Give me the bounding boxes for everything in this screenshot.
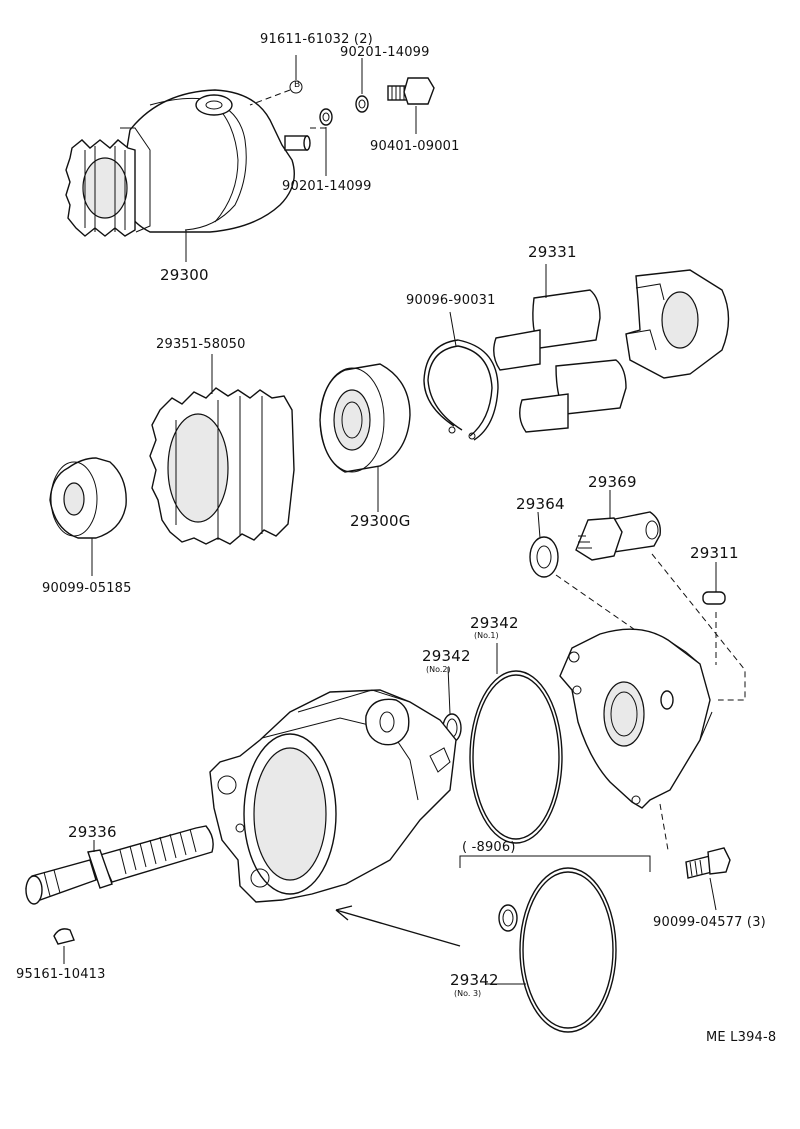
key-95161 — [53, 928, 75, 945]
label-29342-no2-sub: (No.2) — [426, 665, 451, 674]
coupler-29331 — [493, 269, 730, 433]
o-ring-29342-no3 — [498, 867, 617, 1033]
o-ring-29342-no1 — [469, 670, 563, 844]
label-29342-no1: 29342 — [470, 614, 519, 632]
label-29342-no2: 29342 — [422, 647, 471, 665]
label-8906: ( -8906) — [462, 840, 516, 855]
snap-ring-90096 — [423, 339, 499, 441]
label-29342-no1-sub: (No.1) — [474, 631, 499, 640]
pump-housing — [209, 689, 457, 903]
label-95161-10413: 95161-10413 — [16, 967, 106, 982]
label-29311: 29311 — [690, 544, 739, 562]
label-90401-09001: 90401-09001 — [370, 139, 460, 154]
label-90096-90031: 90096-90031 — [406, 293, 496, 308]
label-29336: 29336 — [68, 823, 117, 841]
label-29342-no3: 29342 — [450, 971, 499, 989]
nut-90099-05185 — [49, 457, 127, 539]
washer-29364 — [529, 536, 559, 578]
washer-90201-mid — [319, 108, 333, 126]
label-29300: 29300 — [160, 266, 209, 284]
label-90201-14099-mid: 90201-14099 — [282, 179, 372, 194]
pin-29311 — [702, 591, 726, 605]
label-91611-61032: 91611-61032 (2) — [260, 32, 373, 47]
label-29351-58050: 29351-58050 — [156, 337, 246, 352]
label-90099-05185: 90099-05185 — [42, 581, 132, 596]
label-29331: 29331 — [528, 243, 577, 261]
bolt-90099-04577 — [685, 847, 731, 879]
bearing-29300G — [319, 363, 411, 473]
label-29300G: 29300G — [350, 512, 411, 530]
label-90201-14099-top: 90201-14099 — [340, 45, 430, 60]
pump-cover — [559, 628, 713, 809]
pump-assembly-29300 — [65, 80, 328, 237]
label-90099-04577: 90099-04577 (3) — [653, 915, 766, 930]
gear-29351 — [149, 387, 295, 545]
fitting-29369 — [575, 511, 661, 561]
label-29369: 29369 — [588, 473, 637, 491]
diagram-code: ME L394-8 — [706, 1030, 777, 1045]
union-bolt-90401 — [387, 77, 435, 105]
shaft-29336 — [25, 825, 214, 905]
label-circle-b: B — [294, 80, 301, 90]
label-29364: 29364 — [516, 495, 565, 513]
label-29342-no3-sub: (No. 3) — [454, 989, 482, 998]
arrow-indicator — [335, 905, 461, 947]
washer-90201-top — [355, 95, 369, 113]
